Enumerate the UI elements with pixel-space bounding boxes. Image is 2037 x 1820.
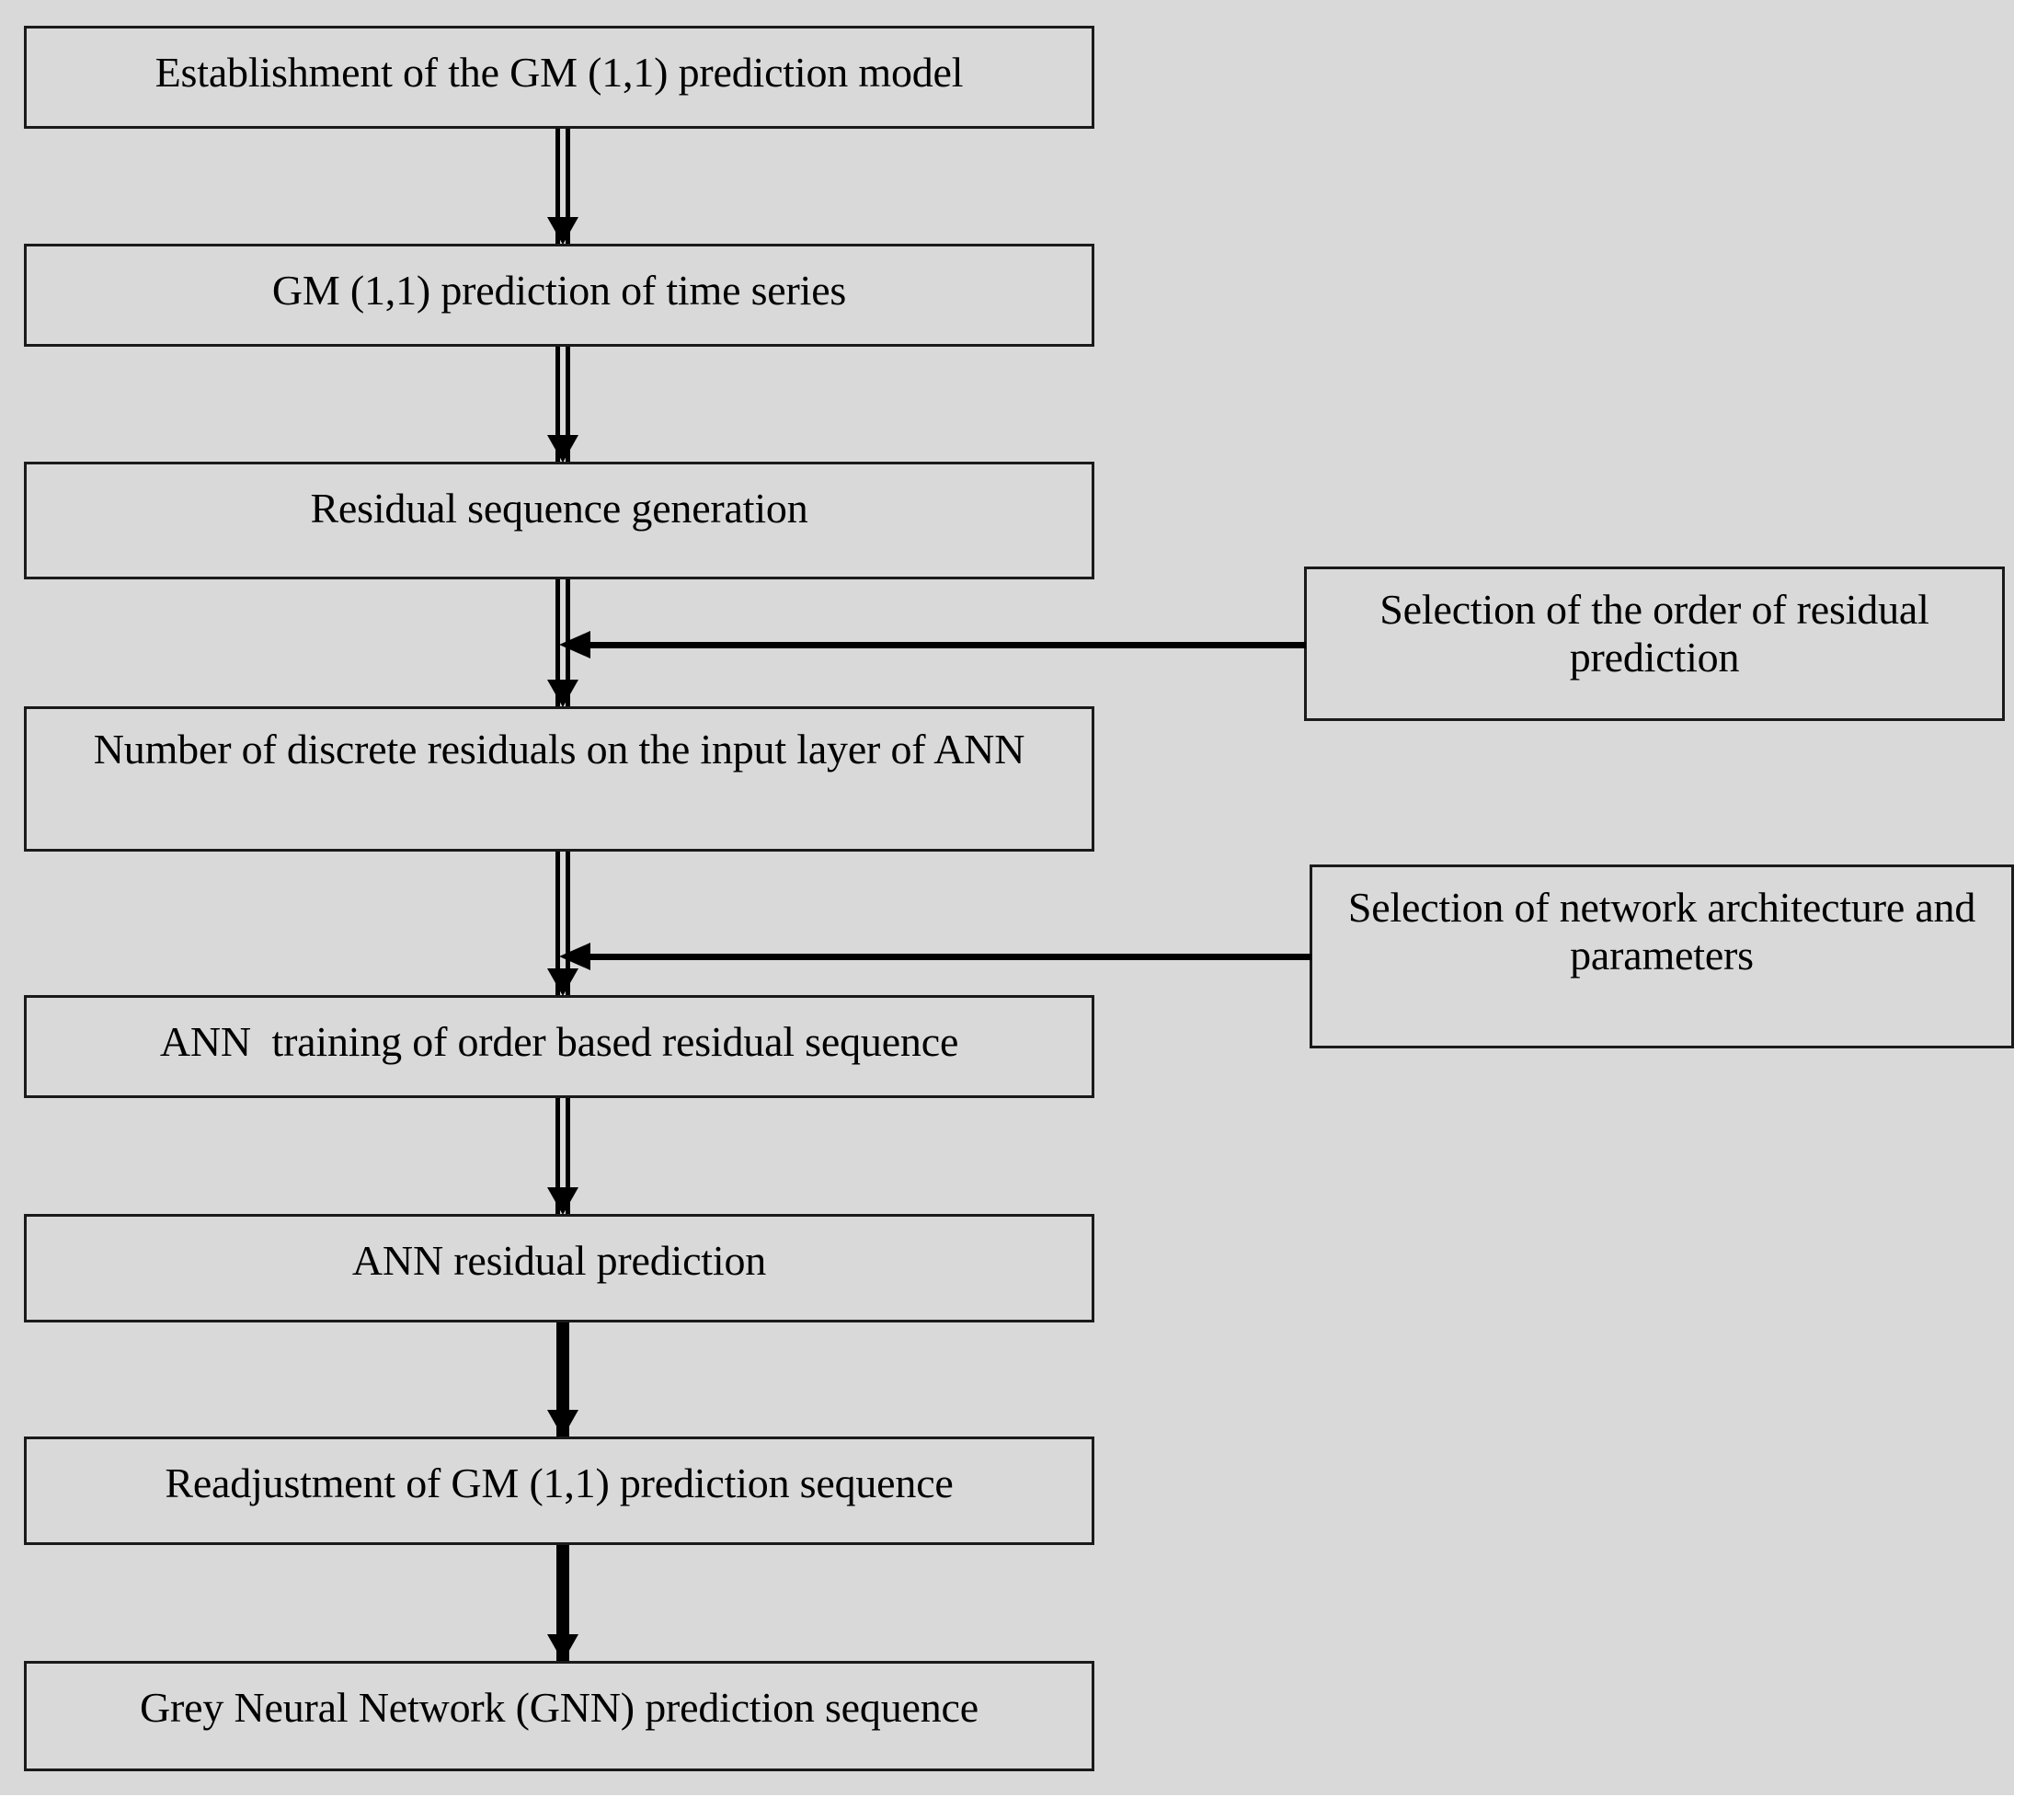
- side-node-label: Selection of network architecture and pa…: [1347, 884, 1986, 979]
- arrow-shaft: [587, 954, 1311, 960]
- arrow-head-down-icon: [547, 1187, 578, 1215]
- arrow-head-down-icon: [547, 217, 578, 245]
- connector-residual-prediction-to-readjustment: [547, 1322, 578, 1437]
- flow-node-establishment[interactable]: Establishment of the GM (1,1) prediction…: [24, 26, 1094, 129]
- connector-establishment-to-gm: [547, 129, 578, 245]
- arrow-shaft: [556, 1545, 569, 1661]
- flow-node-label: Residual sequence generation: [310, 485, 808, 532]
- flow-node-label: Grey Neural Network (GNN) prediction seq…: [140, 1684, 978, 1731]
- connector-discrete-to-ann-training: [547, 852, 578, 996]
- arrow-head-down-icon: [547, 435, 578, 463]
- connector-architecture-selection-to-flow: [559, 943, 1311, 970]
- flow-node-label: Readjustment of GM (1,1) prediction sequ…: [165, 1459, 954, 1506]
- arrow-shaft: [555, 1098, 570, 1214]
- connector-order-selection-to-flow: [559, 631, 1306, 658]
- flow-node-ann-residual-prediction[interactable]: ANN residual prediction: [24, 1214, 1094, 1322]
- arrow-shaft: [555, 129, 570, 244]
- arrow-head-down-icon: [547, 1634, 578, 1662]
- flow-node-label: ANN training of order based residual seq…: [159, 1018, 959, 1065]
- diagram-canvas: Establishment of the GM (1,1) prediction…: [0, 0, 2014, 1795]
- side-node-label: Selection of the order of residual predi…: [1379, 586, 1940, 681]
- flow-node-label: Establishment of the GM (1,1) prediction…: [154, 49, 964, 96]
- arrow-head-left-icon: [559, 631, 590, 658]
- connector-readjustment-to-gnn: [547, 1545, 578, 1662]
- arrow-head-left-icon: [559, 943, 590, 970]
- flow-node-gm-prediction[interactable]: GM (1,1) prediction of time series: [24, 244, 1094, 347]
- connector-gm-to-residual: [547, 347, 578, 463]
- side-node-order-selection[interactable]: Selection of the order of residual predi…: [1304, 567, 2005, 721]
- connector-ann-training-to-residual-prediction: [547, 1098, 578, 1215]
- side-node-architecture-selection[interactable]: Selection of network architecture and pa…: [1310, 864, 2014, 1048]
- flow-node-discrete-residuals[interactable]: Number of discrete residuals on the inpu…: [24, 706, 1094, 852]
- flow-node-label: GM (1,1) prediction of time series: [271, 267, 847, 314]
- flow-node-label: ANN residual prediction: [351, 1237, 767, 1284]
- flow-node-residual-sequence[interactable]: Residual sequence generation: [24, 462, 1094, 579]
- flow-node-ann-training[interactable]: ANN training of order based residual seq…: [24, 995, 1094, 1098]
- flow-node-gnn-sequence[interactable]: Grey Neural Network (GNN) prediction seq…: [24, 1661, 1094, 1771]
- flow-node-label: Number of discrete residuals on the inpu…: [93, 726, 1025, 773]
- arrow-shaft: [556, 1322, 569, 1437]
- arrow-head-down-icon: [547, 680, 578, 707]
- arrow-head-down-icon: [547, 1410, 578, 1437]
- flow-node-readjustment[interactable]: Readjustment of GM (1,1) prediction sequ…: [24, 1437, 1094, 1545]
- arrow-shaft: [555, 347, 570, 462]
- arrow-head-down-icon: [547, 968, 578, 996]
- arrow-shaft: [587, 642, 1306, 648]
